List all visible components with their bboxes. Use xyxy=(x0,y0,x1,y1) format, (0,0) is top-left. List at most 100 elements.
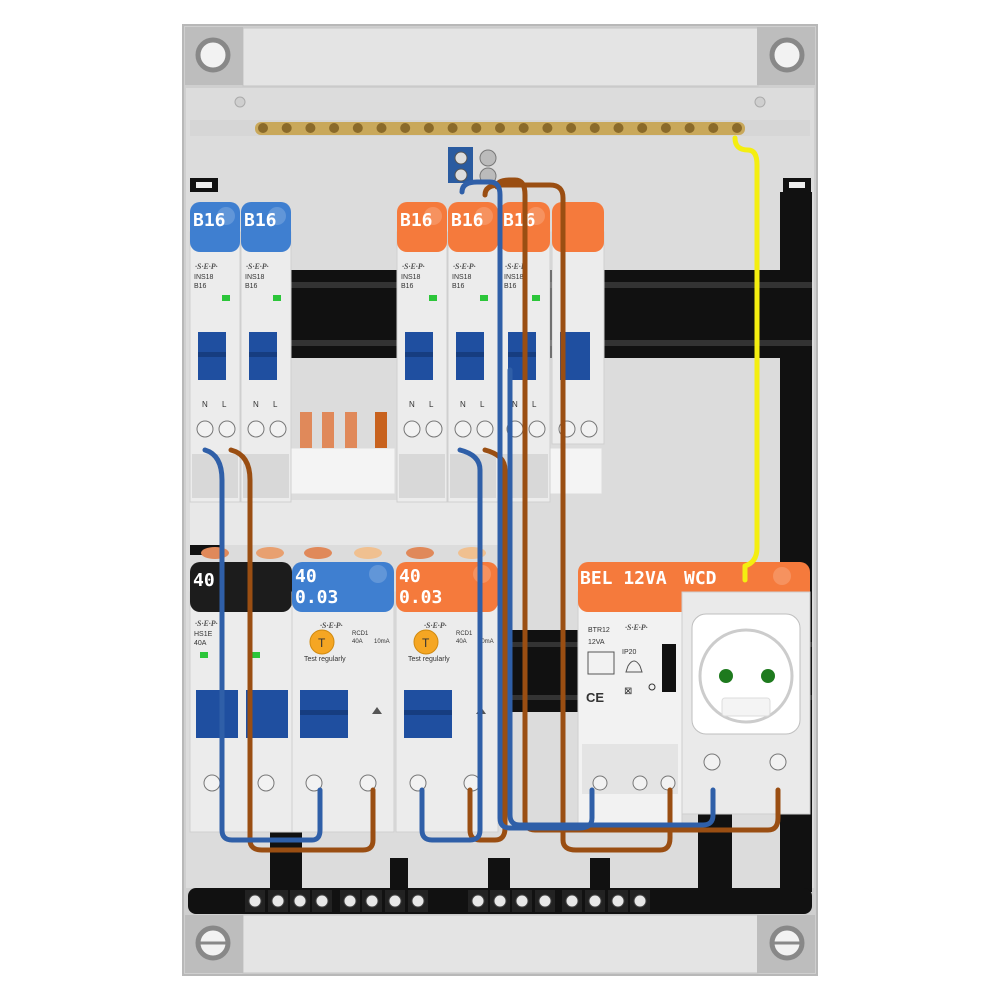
earth-wire-yellow xyxy=(732,135,760,583)
test-button xyxy=(309,629,335,655)
terminal-screw-icon xyxy=(388,894,402,908)
status-indicator xyxy=(480,295,488,301)
terminal-mark-n: N xyxy=(512,400,518,409)
bus-screw-icon xyxy=(376,123,387,133)
brand-label: ·S·E·P· xyxy=(195,262,218,271)
wire-brown xyxy=(494,177,781,833)
terminal-screw-icon xyxy=(257,774,275,792)
test-regularly-label: Test regularly xyxy=(408,656,450,663)
model-label: BTR12 xyxy=(588,627,610,634)
test-button-label: T xyxy=(422,636,430,650)
terminal-screw-icon xyxy=(538,894,552,908)
breaker-cap-extension xyxy=(552,202,604,252)
terminal-screw-icon xyxy=(359,774,377,792)
terminal-screw-icon xyxy=(476,420,494,438)
switch-cap xyxy=(190,562,292,612)
voltage-diagram-icon xyxy=(587,651,615,675)
earth-bus-bar xyxy=(190,96,810,136)
terminal-screw-icon xyxy=(588,894,602,908)
terminal-screw-icon xyxy=(248,894,262,908)
bus-screw-icon xyxy=(471,123,482,133)
bus-screw-icon xyxy=(684,123,695,133)
transformer-switch xyxy=(662,644,676,692)
brand-label: ·S·E·P· xyxy=(246,262,269,271)
status-indicator xyxy=(273,295,281,301)
terminal-screw-icon xyxy=(471,894,485,908)
test-button-label: T xyxy=(318,636,326,650)
terminal-mark-l: L xyxy=(273,400,278,409)
terminal-screw-icon xyxy=(247,420,265,438)
bus-screw-icon xyxy=(495,123,505,133)
breaker-toggle-edge xyxy=(198,352,226,357)
wire-blue xyxy=(507,367,716,828)
terminal-screw-icon xyxy=(343,894,357,908)
rcd-label-rating: 40 xyxy=(399,566,421,587)
terminal-screw-icon xyxy=(411,894,425,908)
terminal-mark-l: L xyxy=(222,400,227,409)
terminal-screw-icon xyxy=(269,420,287,438)
terminal-mark-n: N xyxy=(409,400,415,409)
status-indicator xyxy=(222,295,230,301)
breaker-cap xyxy=(397,202,447,252)
transformer-label: BEL 12VA xyxy=(580,568,667,589)
rcd-toggle-edge xyxy=(404,710,452,715)
bus-screw-icon xyxy=(660,123,671,133)
terminal-mark-l: L xyxy=(429,400,434,409)
breaker-cap xyxy=(241,202,291,252)
recycle-bin-icon: ⊠ xyxy=(624,686,632,697)
model-label: INS18 xyxy=(401,274,421,281)
socket-pin-hole-icon xyxy=(719,669,733,683)
brand-label: ·S·E·P· xyxy=(505,262,528,271)
brand-label: ·S·E·P· xyxy=(402,262,425,271)
rcd-label-sensitivity: 0.03 xyxy=(399,587,442,608)
model-label: HS1E xyxy=(194,631,213,638)
rating-label: 40A xyxy=(194,640,207,647)
terminal-screw-icon xyxy=(633,894,647,908)
breaker-label: B16 xyxy=(244,210,277,231)
terminal-screw-icon xyxy=(493,894,507,908)
bus-screw-icon xyxy=(281,123,292,133)
breaker-toggle-edge xyxy=(456,352,484,357)
sensitivity-label: 10mA xyxy=(478,639,494,645)
terminal-screw-icon xyxy=(580,420,598,438)
rating-label: B16 xyxy=(452,283,465,290)
model-label: INS18 xyxy=(452,274,472,281)
socket-label: WCD xyxy=(684,568,717,589)
cap-screw-icon xyxy=(475,207,493,225)
bus-screw-icon xyxy=(566,123,577,133)
rcd-cap xyxy=(292,562,394,612)
terminal-screw-icon xyxy=(365,894,379,908)
breaker-toggle-edge xyxy=(508,352,536,357)
bus-screw-icon xyxy=(352,123,363,133)
status-indicator xyxy=(200,652,208,658)
terminal-screw-icon xyxy=(425,420,443,438)
rating-label: 40A xyxy=(456,639,467,645)
bus-screw-icon xyxy=(518,123,529,133)
bus-screw-icon xyxy=(447,123,458,133)
model-label: RCD1 xyxy=(456,631,473,637)
rating-label: B16 xyxy=(194,283,207,290)
model-label: INS18 xyxy=(245,274,265,281)
rating-label: B16 xyxy=(401,283,414,290)
bus-screw-icon xyxy=(305,123,316,133)
breaker-cap xyxy=(448,202,498,252)
corner-screw-icon xyxy=(769,37,805,73)
bottom-rail-right-support xyxy=(698,808,732,888)
terminal-mark-l: L xyxy=(480,400,485,409)
terminal-plate xyxy=(192,454,238,498)
reset-arrow-icon xyxy=(372,707,382,714)
test-regularly-label: Test regularly xyxy=(304,656,346,663)
terminal-screw-icon xyxy=(196,420,214,438)
terminal-screw-icon xyxy=(271,894,285,908)
breaker-label: B16 xyxy=(503,210,536,231)
terminal-mark-n: N xyxy=(202,400,208,409)
test-button xyxy=(413,629,439,655)
bus-screw-icon xyxy=(708,123,719,133)
